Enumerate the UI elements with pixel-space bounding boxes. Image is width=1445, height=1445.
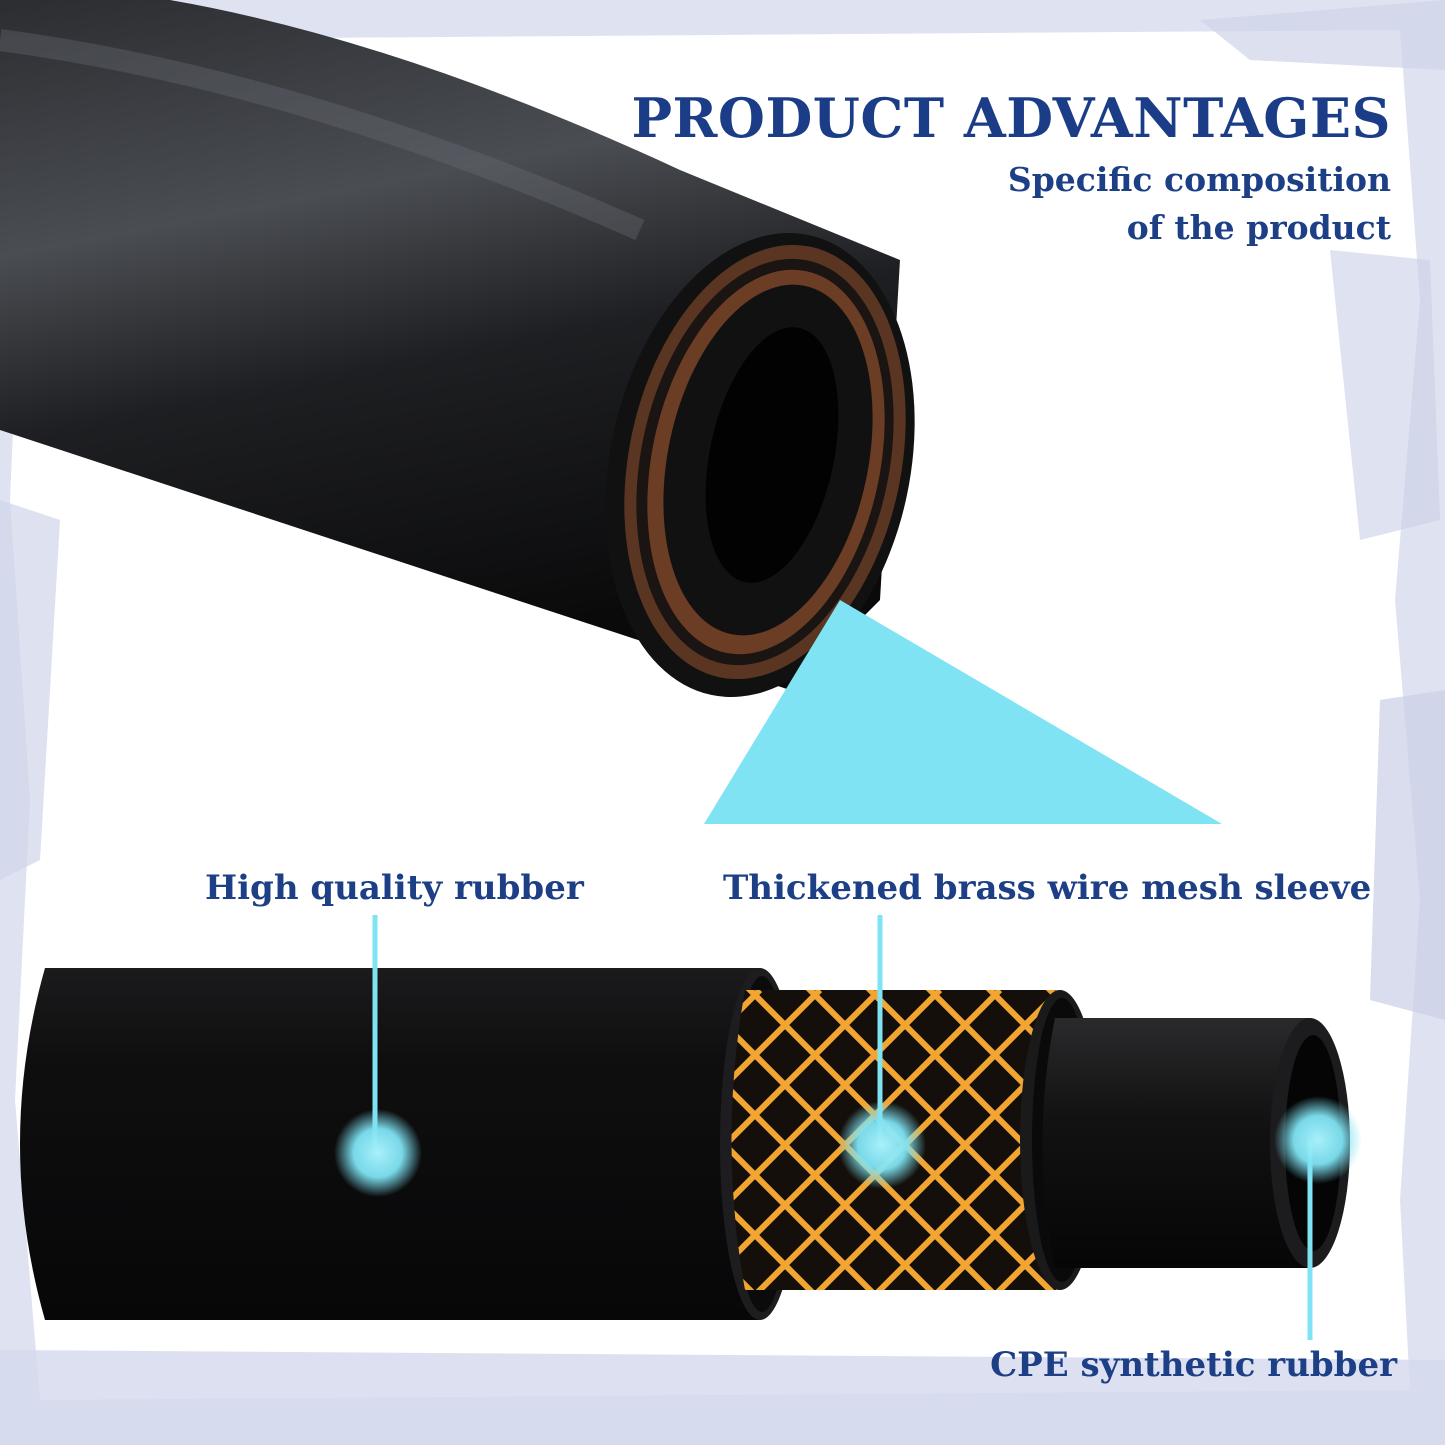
callout-dot-inner <box>1274 1096 1362 1184</box>
label-outer-layer: High quality rubber <box>205 868 584 908</box>
callout-dot-mesh <box>838 1101 926 1189</box>
hose-cutaway-diagram <box>20 968 1350 1320</box>
subtitle-line-1: Specific composition <box>1007 160 1391 199</box>
page-title: PRODUCT ADVANTAGES <box>631 86 1391 150</box>
callout-dot-outer <box>334 1109 422 1197</box>
hose-photo <box>0 0 915 697</box>
callout-triangle <box>704 600 1222 824</box>
label-inner-layer: CPE synthetic rubber <box>990 1345 1397 1385</box>
subtitle-line-2: of the product <box>1126 208 1391 247</box>
callout-pointers <box>334 915 1362 1340</box>
label-middle-layer: Thickened brass wire mesh sleeve <box>723 868 1372 908</box>
